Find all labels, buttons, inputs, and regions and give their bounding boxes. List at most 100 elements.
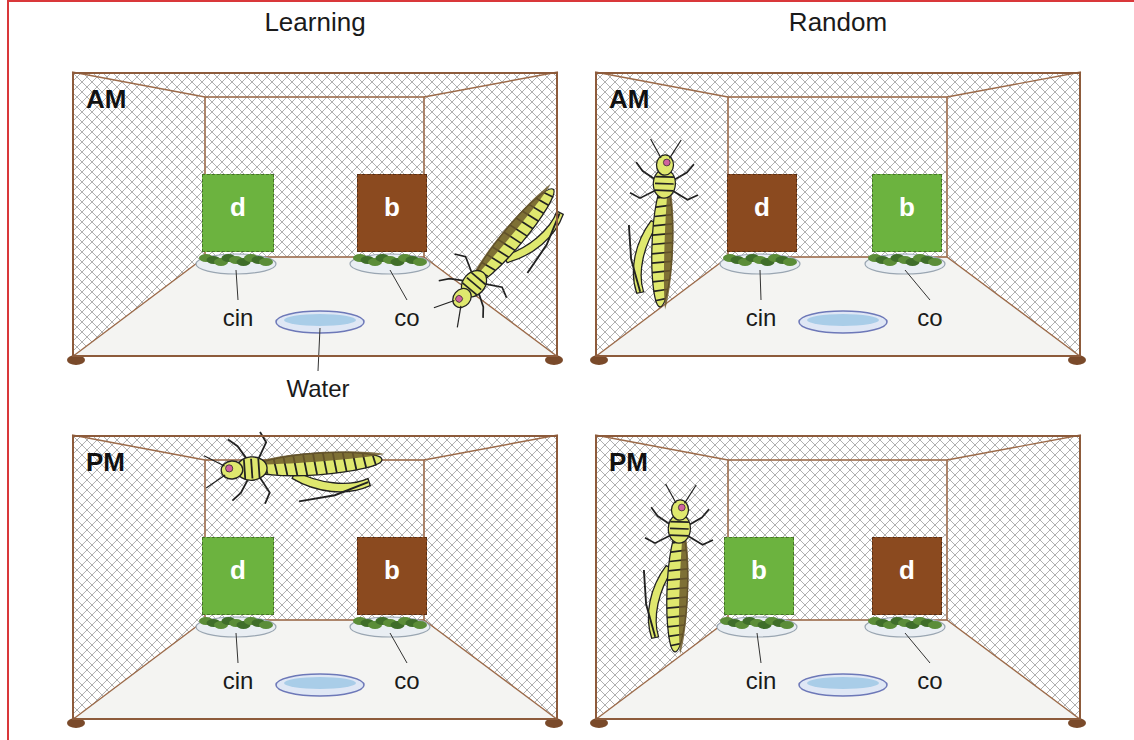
frame-line [7,0,9,740]
cage-mesh [947,435,1081,720]
cage-edge [947,435,1081,460]
cage-mesh [728,97,947,257]
water [807,314,879,326]
card-letter: d [230,192,246,223]
cage-edge [424,620,558,720]
leaf [928,258,942,266]
stripe [670,528,689,530]
leaf [783,258,797,266]
leader-line [236,633,238,663]
column-heading: Random [789,7,887,38]
cage-edge [424,72,558,97]
cage-mesh [595,72,728,357]
card-letter: b [751,555,767,586]
cage-frame [590,72,1086,365]
antenna [204,454,225,467]
leg [231,478,250,501]
leader-line [757,633,761,663]
callout-label: co [394,304,419,332]
water-dish [276,674,364,696]
food-card: b [357,537,427,615]
callout-label: co [917,304,942,332]
frame-line [8,0,1134,2]
leg [645,534,671,543]
cage-frame [67,72,563,365]
leader-line [905,633,930,663]
water [284,314,356,326]
leaf [928,621,942,629]
leg [636,162,657,180]
leg [688,509,709,527]
stripe [670,521,689,523]
wing [258,448,384,466]
leg [485,277,510,300]
eye [678,504,685,511]
cage-mesh [947,72,1081,357]
time-label: PM [609,447,648,478]
food-card: d [202,537,274,615]
wing [662,191,675,310]
hind-leg [627,225,643,292]
callout-label: cin [223,304,254,332]
eye [454,294,464,304]
cage-box: PM b d [595,435,1081,720]
antenna [449,306,469,327]
cage-mesh [595,435,728,720]
food-card: d [872,537,942,615]
cage-mesh [72,72,205,357]
stripe [373,454,376,465]
stripe [670,534,689,536]
cage-edge [947,72,1081,97]
wing [470,180,553,277]
card-letter: b [899,192,915,223]
food-card: b [357,174,427,252]
stripe [471,272,485,284]
antenna [665,484,677,503]
water-dish [799,311,887,333]
grasshopper [626,138,700,310]
leg [672,191,698,200]
leg [260,476,271,504]
cage-edge [72,257,205,357]
antenna [684,485,696,504]
cage-edge [72,620,205,720]
card-letter: d [899,555,915,586]
cage-frame [590,435,1086,728]
antenna [205,475,226,488]
leader-line [318,328,320,371]
leg [452,250,477,273]
callout-label: cin [223,667,254,695]
leg [630,189,656,198]
cage-edge [947,620,1081,720]
cage-mesh [595,72,1081,97]
hind-leg [642,570,658,637]
leg [673,164,694,182]
antenna [669,140,681,159]
leaf [413,621,427,629]
water [284,677,356,689]
cage-frame [67,435,563,728]
stripe [655,183,674,185]
wing [677,536,690,655]
time-label: AM [609,84,649,115]
leader-line [390,633,407,663]
cage-mesh [595,435,1081,460]
callout-label: Water [286,375,349,403]
water [807,677,879,689]
grasshopper [641,483,715,655]
callout-label: co [394,667,419,695]
card-letter: d [230,555,246,586]
food-card: b [872,174,942,252]
stripe [244,459,245,479]
leaf [259,621,273,629]
time-label: PM [86,447,125,478]
stripe [670,643,680,646]
eye [225,465,233,473]
cage-edge [595,620,728,720]
hind-leg [298,482,369,501]
food-card: d [727,174,797,252]
leader-line [760,270,761,300]
head [449,285,475,312]
eye [663,159,670,166]
leader-line [236,270,238,300]
